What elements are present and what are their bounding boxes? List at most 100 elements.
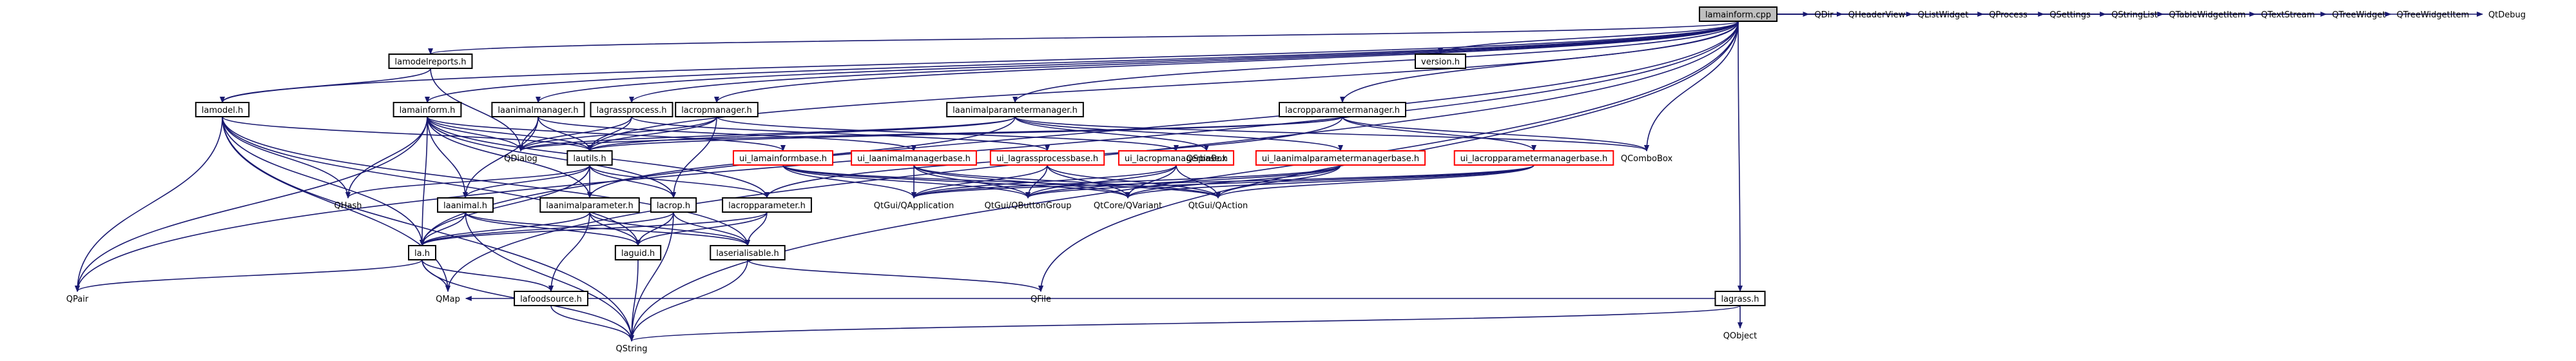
node-label-ui_laanimalparametermanagerbase: ui_laanimalparametermanagerbase.h — [1262, 154, 1419, 164]
node-QDir: QDir — [1814, 10, 1834, 20]
node-QComboBox: QComboBox — [1621, 154, 1673, 164]
node-QHeaderView: QHeaderView — [1848, 10, 1906, 20]
edge-laanimalmanager-to-laanimal — [463, 116, 539, 199]
edge-laanimalparametermanager-to-ui_laanimalparametermanagerbase — [1014, 116, 1343, 151]
node-lacropmanager: lacropmanager.h — [675, 102, 759, 117]
edge-root-to-lautils — [587, 21, 1739, 151]
node-laanimalparameter: laanimalparameter.h — [539, 197, 640, 213]
node-label-QHash: QHash — [334, 201, 362, 211]
edge-ui_lacropparametermanagerbase-to-QtGuiQAction — [1215, 164, 1535, 199]
edge-lacrop-to-QString — [629, 211, 674, 342]
node-QFile: QFile — [1031, 295, 1051, 304]
node-box-ui_laanimalmanagerbase — [851, 150, 977, 166]
edge-root-to-lacropmanager — [714, 21, 1739, 103]
node-version: version.h — [1415, 54, 1466, 69]
edge-laanimalparameter-to-laserialisable — [589, 211, 750, 246]
edge-lafoodsource-to-QString — [550, 305, 634, 342]
node-laanimal: laanimal.h — [436, 197, 494, 213]
edge-root-to-laanimalparametermanager — [1012, 21, 1739, 103]
node-label-QDir: QDir — [1814, 10, 1834, 20]
node-label-lacropmanager: lacropmanager.h — [681, 106, 752, 115]
edge-ui_lacropparametermanagerbase-to-QtGuiQApplication — [911, 164, 1535, 199]
node-label-laanimalmanager: laanimalmanager.h — [498, 106, 578, 115]
node-box-laanimal — [436, 197, 494, 213]
edge-root-to-lagrass — [1737, 21, 1743, 292]
node-QtCoreQVariant: QtCore/QVariant — [1094, 201, 1162, 211]
node-label-QFile: QFile — [1031, 295, 1051, 304]
node-box-laguid — [614, 245, 662, 260]
edge-ui_laanimalparametermanagerbase-to-QtGuiQButtonGroup — [1025, 164, 1341, 199]
node-label-lacrop: lacrop.h — [657, 201, 690, 211]
node-label-QtGuiQButtonGroup: QtGui/QButtonGroup — [985, 201, 1072, 211]
edge-lamainform-to-laanimalparameter — [427, 116, 592, 199]
edge-laanimalparameter-to-lafoodsource — [548, 211, 590, 292]
edge-lamodelreports-to-lamodel — [220, 68, 431, 103]
node-QProcess: QProcess — [1989, 10, 2028, 20]
node-box-lacropmanager — [675, 102, 759, 117]
node-QString: QString — [615, 344, 647, 354]
node-lagrassprocess: lagrassprocess.h — [590, 102, 673, 117]
node-ui_laanimalparametermanagerbase: ui_laanimalparametermanagerbase.h — [1255, 150, 1426, 166]
edge-laanimalparametermanager-to-QSpinBox — [1014, 116, 1209, 151]
node-root: lamainform.cpp — [1698, 6, 1778, 22]
node-ui_lagrassprocessbase: ui_lagrassprocessbase.h — [989, 150, 1105, 166]
node-QtDebug: QtDebug — [2488, 10, 2526, 20]
edge-lamodel-to-QPair — [75, 116, 223, 292]
node-box-laanimalmanager — [491, 102, 585, 117]
node-box-lagrassprocess — [590, 102, 673, 117]
node-box-root — [1698, 6, 1778, 22]
edge-lacropparameter-to-la — [420, 211, 768, 246]
node-label-laanimalparametermanager: laanimalparametermanager.h — [953, 106, 1078, 115]
edge-ui_laanimalmanagerbase-to-QtGuiQButtonGroup — [913, 164, 1031, 199]
node-QStringList: QStringList — [2111, 10, 2158, 20]
node-label-QSpinBox: QSpinBox — [1186, 154, 1227, 164]
node-label-la: la.h — [414, 249, 430, 259]
node-label-QtGuiQAction: QtGui/QAction — [1188, 201, 1248, 211]
edge-laanimalparameter-to-la — [420, 211, 590, 246]
node-QDialog: QDialog — [504, 154, 537, 164]
edge-lacropmanager-to-QDialog — [518, 116, 717, 151]
node-QPair: QPair — [66, 295, 89, 304]
node-label-lagrass: lagrass.h — [1721, 295, 1759, 304]
node-lacropparametermanager: lacropparametermanager.h — [1278, 102, 1407, 117]
node-box-lacrop — [650, 197, 697, 213]
edge-ui_lacropparametermanagerbase-to-QtCoreQVariant — [1125, 164, 1535, 199]
node-label-lagrassprocess: lagrassprocess.h — [596, 106, 666, 115]
node-label-QString: QString — [615, 344, 647, 354]
node-ui_lamainformbase: ui_lamainformbase.h — [732, 150, 834, 166]
node-box-la — [408, 245, 436, 260]
edge-ui_lagrassprocessbase-to-QtCoreQVariant — [1047, 164, 1130, 199]
edge-ui_laanimalparametermanagerbase-to-QtGuiQApplication — [911, 164, 1341, 199]
edge-lamainform-to-ui_lamainformbase — [427, 116, 786, 151]
edge-ui_lamainformbase-to-QtCoreQVariant — [782, 164, 1130, 199]
node-box-lamodel — [195, 102, 250, 117]
node-QTreeWidget: QTreeWidget — [2332, 10, 2385, 20]
edge-lamainform-to-laanimal — [427, 116, 468, 199]
node-box-laanimalparametermanager — [946, 102, 1084, 117]
edge-lamainform-to-lautils — [427, 116, 592, 151]
node-label-root: lamainform.cpp — [1705, 10, 1771, 20]
node-ui_laanimalmanagerbase: ui_laanimalmanagerbase.h — [851, 150, 977, 166]
edge-root-to-lagrassprocess — [629, 21, 1739, 103]
edge-la-to-QPair — [75, 259, 423, 292]
node-laserialisable: laserialisable.h — [710, 245, 786, 260]
node-label-laanimal: laanimal.h — [443, 201, 487, 211]
node-label-version: version.h — [1421, 57, 1460, 67]
node-box-lacropparameter — [722, 197, 812, 213]
edge-root-to-la — [420, 21, 1739, 246]
node-lafoodsource: lafoodsource.h — [514, 291, 588, 306]
node-box-ui_laanimalparametermanagerbase — [1255, 150, 1426, 166]
node-label-QPair: QPair — [66, 295, 89, 304]
node-label-lamainform: lamainform.h — [400, 106, 456, 115]
node-lamainform: lamainform.h — [392, 102, 462, 117]
node-label-QtCoreQVariant: QtCore/QVariant — [1094, 201, 1162, 211]
edge-lacropparametermanager-to-lautils — [587, 116, 1343, 151]
node-label-QSettings: QSettings — [2049, 10, 2091, 20]
edge-laanimalmanager-to-ui_laanimalmanagerbase — [537, 116, 916, 151]
node-label-laserialisable: laserialisable.h — [716, 249, 779, 259]
edge-root-to-lamainform — [425, 21, 1739, 103]
node-box-ui_lamainformbase — [732, 150, 834, 166]
node-box-laanimalparameter — [539, 197, 640, 213]
edge-lamodel-to-laserialisable — [222, 116, 750, 246]
edge-ui_laanimalmanagerbase-to-QtGuiQAction — [913, 164, 1221, 199]
